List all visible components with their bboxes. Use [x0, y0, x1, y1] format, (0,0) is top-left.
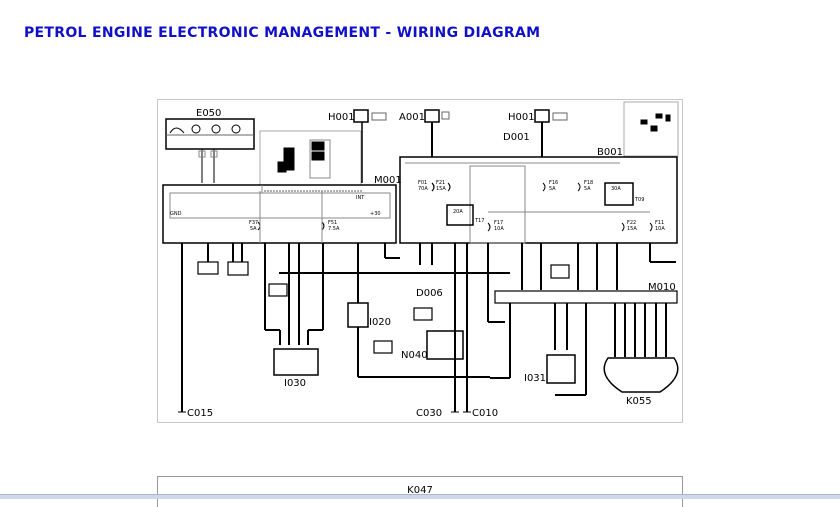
fuse-f51-label: F51	[328, 220, 337, 226]
i030-label: I030	[284, 378, 306, 389]
k055-label: K055	[626, 396, 652, 407]
n040-motor	[426, 330, 464, 360]
b001-inset	[623, 101, 679, 157]
fuse-f22-rating: 15A	[627, 226, 637, 232]
fuse-f37-rating: 5A	[250, 226, 257, 232]
b001-label: B001	[597, 147, 623, 158]
d006-label: D006	[416, 288, 443, 299]
relay-t09	[604, 182, 634, 206]
fuse-f21-label: F21	[436, 180, 445, 186]
a001-label: A001	[399, 112, 425, 123]
i020-label: I020	[369, 317, 391, 328]
fuse-f18-label: F18	[584, 180, 593, 186]
relay-t17-rating: 20A	[453, 209, 463, 215]
page-title: PETROL ENGINE ELECTRONIC MANAGEMENT - WI…	[24, 25, 541, 41]
e0021-sensor	[268, 283, 288, 297]
status-bar	[0, 494, 840, 499]
relay-t17-label: T17	[474, 218, 484, 224]
m010-gauge	[413, 307, 433, 321]
i031-label: I031	[524, 373, 546, 384]
h001-ignition-switch	[353, 109, 369, 123]
m001-int-label: INT	[356, 195, 365, 201]
fuse-f16-label: F16	[549, 180, 558, 186]
ground-c010-label: C010	[472, 408, 498, 419]
b001-body	[399, 156, 678, 244]
i020-switch	[347, 302, 369, 328]
fuse-f22-label: F22	[627, 220, 636, 226]
e1030-module	[550, 264, 570, 279]
e1050-module	[227, 261, 249, 276]
m010-label: M010	[648, 282, 676, 293]
k055-sensor	[603, 357, 679, 393]
m001-label: M001	[374, 175, 402, 186]
fuse-f37-label: F37	[249, 220, 258, 226]
fuse-f21-rating: 15A	[436, 186, 446, 192]
i031-switch	[546, 354, 576, 384]
e0007-sensor	[373, 340, 393, 354]
relay-t09-rating: 30A	[611, 186, 621, 192]
fuse-box-part	[283, 147, 295, 171]
a001-battery	[424, 109, 440, 123]
fuse-f01-label: F01	[418, 180, 427, 186]
fuse-f21	[447, 182, 451, 192]
m001-plus30-label: +30	[370, 211, 381, 217]
fuse-f51-rating: 7.5A	[328, 226, 340, 232]
e050-body	[165, 118, 255, 150]
ground-c030-label: C030	[416, 408, 442, 419]
fuse-f22	[621, 222, 625, 232]
fuse-f01-rating: 70A	[418, 186, 428, 192]
relay-t09-label: T09	[634, 197, 644, 203]
fuse-f11-label: F11	[655, 220, 664, 226]
next-diagram-frame: K047	[157, 476, 683, 507]
fuse-f18	[577, 182, 581, 192]
e050-label: E050	[196, 108, 221, 119]
fuse-f11-rating: 10A	[655, 226, 665, 232]
relay-t17	[446, 204, 474, 226]
d001-label: D001	[503, 132, 530, 143]
fuse-f17	[487, 222, 491, 232]
fuse-f17-label: F17	[494, 220, 503, 226]
next-diagram-label: K047	[407, 485, 433, 496]
warning-lamp-icon	[231, 124, 241, 134]
n040-label: N040	[401, 350, 428, 361]
fuse-f51	[321, 221, 325, 231]
fuse-f17-rating: 10A	[494, 226, 504, 232]
fuse-f18-rating: 5A	[584, 186, 591, 192]
fuse-f16	[542, 182, 546, 192]
h001-right-label: H001	[508, 112, 535, 123]
m001-gnd-label: GND	[170, 211, 182, 217]
i030-switch	[273, 348, 319, 376]
h001-ignition-switch-right	[534, 109, 550, 123]
fuse-f16-rating: 5A	[549, 186, 556, 192]
h001-left-label: H001	[328, 112, 355, 123]
warning-lamp-icon	[191, 124, 201, 134]
ground-c015-label: C015	[187, 408, 213, 419]
e7574-lamp	[197, 261, 219, 275]
warning-lamp-icon	[211, 124, 221, 134]
gauge-icon	[169, 127, 185, 134]
fuse-f11	[649, 222, 653, 232]
m001-body	[162, 184, 397, 244]
